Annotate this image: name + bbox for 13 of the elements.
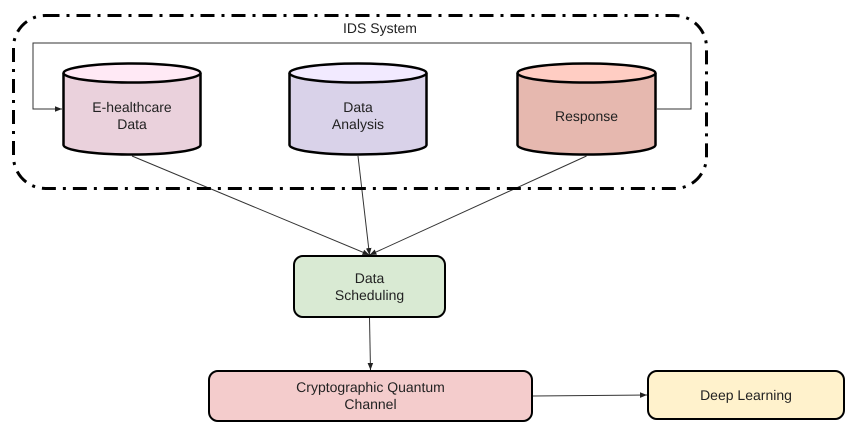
arrow: [132, 156, 370, 256]
cylinder-label: E-healthcare Data: [91, 99, 173, 133]
arrow: [32, 42, 692, 112]
arrow: [368, 318, 374, 370]
cylinder-label: Response: [554, 108, 618, 124]
process-box: Deep Learning: [647, 370, 845, 420]
group-title: IDS System: [342, 20, 418, 37]
process-box: Cryptographic Quantum Channel: [208, 370, 533, 422]
arrow: [532, 392, 648, 398]
arrow: [369, 156, 587, 256]
process-box: Data Scheduling: [293, 255, 446, 318]
arrow: [358, 156, 372, 256]
cylinder-label: Data Analysis: [330, 99, 386, 133]
